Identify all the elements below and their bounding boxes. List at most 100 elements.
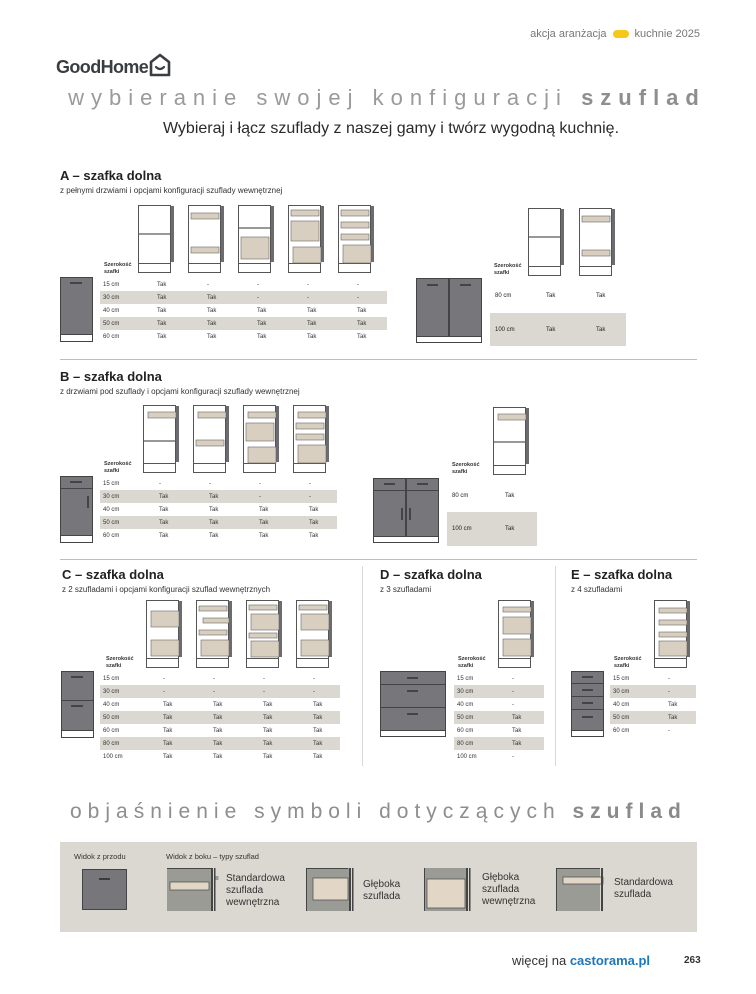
page-title: wybieranie swojej konfiguracji szuflad [0,85,756,111]
campaign-right: kuchnie 2025 [634,28,700,40]
table-row: 40 cm- [457,701,514,708]
legend-title-bold: szuflad [572,800,687,823]
table-row: 100 cm Tak Tak [490,313,626,346]
title-light: wybieranie swojej konfiguracji [68,85,568,110]
cabinet-e-front-icon [571,671,604,737]
config-e-icon [654,600,691,668]
standard-internal-drawer-icon [167,868,219,911]
deep-drawer-icon [306,868,354,911]
deep-internal-drawer-icon [424,868,471,911]
section-e-title: E – szafka dolna [571,567,673,582]
section-b-wide-configuration [493,407,530,475]
front-view-drawer-icon [82,869,127,910]
section-b-desc: z drzwiami pod szuflady i opcjami konfig… [60,387,300,396]
section-d-configuration [498,600,535,668]
house-smile-icon [149,53,171,76]
section-c-desc: z 2 szufladami i opcjami konfiguracji sz… [62,585,271,594]
legend-title: objaśnienie symboli dotyczących szuflad [70,800,687,824]
section-d-desc: z 3 szufladami [380,585,432,594]
table-row: 15 cm---- [103,675,315,682]
campaign-tagline: akcja aranżacja kuchnie 2025 [530,28,700,40]
width-header-b: Szerokość szafki [104,461,132,474]
width-header-a2: Szerokość szafki [494,263,522,276]
table-row: 100 cm Tak [447,512,537,546]
cabinet-b-double-front-icon [373,478,439,543]
section-a-wide-configurations [528,208,616,276]
section-divider [60,359,697,360]
width-header-a: Szerokość szafki [104,262,132,275]
width-header-b2: Szerokość szafki [452,462,480,475]
section-divider [60,559,697,560]
cabinet-c-front-icon [61,671,94,738]
config-a5-icon [338,205,375,273]
cabinet-a-front-icon [60,277,93,342]
config-c3-icon [246,600,283,668]
cabinet-b-front-icon [60,476,93,543]
config-a2-icon [188,205,225,273]
section-b-wide-table: 80 cm Tak 100 cm Tak [447,478,537,546]
config-b4-icon [293,405,330,473]
cabinet-d-front-icon [380,671,446,737]
table-row: 15 cm- [613,675,670,682]
section-b-configurations [143,405,330,473]
column-divider [555,566,556,766]
table-row: 30 cm- [610,685,696,698]
table-row: 15 cm- [457,675,514,682]
width-header-c: Szerokość szafki [106,656,134,669]
section-a-desc: z pełnymi drzwiami i opcjami konfiguracj… [60,186,283,195]
config-d-icon [498,600,535,668]
section-e-configuration [654,600,691,668]
config-b1-icon [143,405,180,473]
standard-drawer-icon [556,868,604,911]
page-number: 263 [684,955,701,966]
config-c4-icon [296,600,333,668]
config-a3-icon [238,205,275,273]
section-d-title: D – szafka dolna [380,567,482,582]
table-row: 60 cm- [613,727,670,734]
table-row: 80 cm Tak [452,493,515,499]
front-view-label: Widok z przodu [74,852,126,861]
config-b3-icon [243,405,280,473]
legend-title-light: objaśnienie symboli dotyczących [70,800,561,823]
config-c1-icon [146,600,183,668]
page-subtitle: Wybieraj i łącz szuflady z naszej gamy i… [162,120,620,137]
column-divider [362,566,363,766]
section-c-title: C – szafka dolna [62,567,164,582]
table-row: 30 cm---- [100,685,340,698]
table-row: 15 cm---- [103,480,311,487]
goodhome-logo: GoodHome [56,53,171,78]
footer-prefix: więcej na [512,953,567,968]
config-a1-icon [138,205,175,273]
brand-name: GoodHome [56,57,149,77]
legend-panel: Widok z przodu Widok z boku – typy szufl… [60,842,697,932]
config-b-wide-icon [493,407,530,475]
section-a-wide-table: 80 cm Tak Tak 100 cm Tak Tak [490,278,626,346]
config-a-wide2-icon [579,208,616,276]
width-header-d: Szerokość szafki [458,656,486,669]
table-row: 100 cm- [457,753,514,760]
castorama-link[interactable]: castorama.pl [569,953,651,968]
title-bold: szuflad [581,85,706,110]
